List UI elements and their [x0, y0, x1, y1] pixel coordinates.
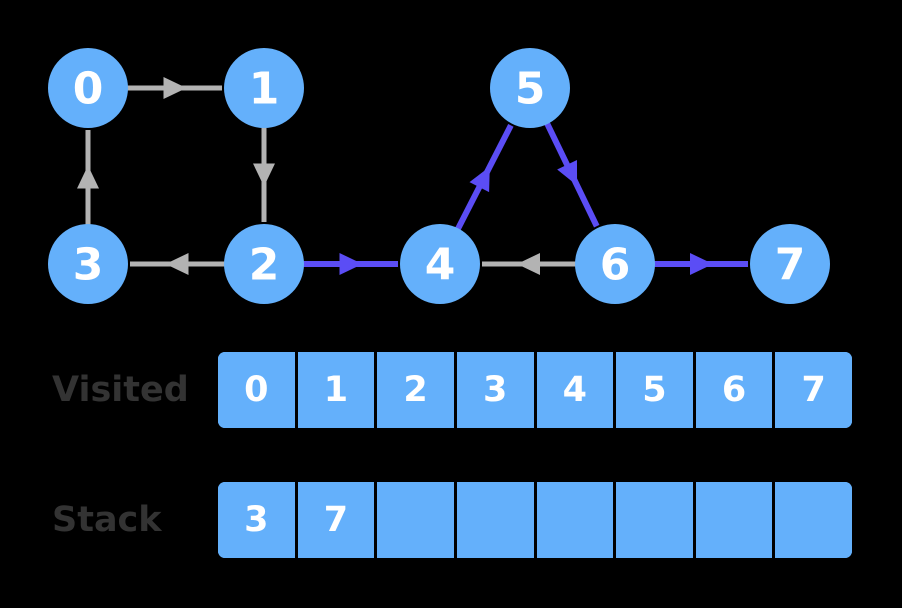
node-label-6: 6 — [600, 240, 631, 291]
visited-cell-4: 4 — [536, 352, 617, 428]
edge-arrowhead-1-2 — [253, 163, 275, 187]
node-circle-5 — [490, 48, 570, 128]
graph-node-4[interactable]: 4 — [400, 224, 480, 304]
stack-label: Stack — [52, 500, 162, 540]
stack-cell-1: 7 — [297, 482, 378, 558]
edge-arrowhead-2-4 — [339, 253, 363, 275]
stack-cell-6 — [695, 482, 776, 558]
graph-node-6[interactable]: 6 — [575, 224, 655, 304]
node-circle-4 — [400, 224, 480, 304]
graph-node-0[interactable]: 0 — [48, 48, 128, 128]
edge-arrowhead-6-4 — [517, 253, 540, 275]
visited-cell-3: 3 — [456, 352, 537, 428]
stack-cell-3 — [456, 482, 537, 558]
node-label-4: 4 — [425, 240, 456, 291]
edge-arrowhead-5-6 — [557, 159, 578, 186]
graph-node-3[interactable]: 3 — [48, 224, 128, 304]
node-label-5: 5 — [515, 64, 546, 115]
node-label-3: 3 — [73, 240, 104, 291]
visited-cell-2: 2 — [377, 352, 457, 428]
node-circle-3 — [48, 224, 128, 304]
edge-arrowhead-4-5 — [469, 166, 490, 193]
visited-cell-7: 7 — [775, 352, 852, 428]
stack-cell-4 — [536, 482, 617, 558]
stack-cell-2 — [377, 482, 457, 558]
node-circle-0 — [48, 48, 128, 128]
node-label-0: 0 — [73, 64, 104, 115]
stack-cell-5 — [616, 482, 696, 558]
nodes-layer: 0 1 2 3 4 5 6 7 — [48, 48, 830, 304]
edges-layer — [77, 77, 748, 275]
stack-cell-7 — [775, 482, 852, 558]
edge-arrowhead-6-7 — [690, 253, 713, 275]
node-label-7: 7 — [775, 240, 806, 291]
stack-cell-0: 3 — [218, 482, 298, 558]
graph-node-7[interactable]: 7 — [750, 224, 830, 304]
graph-node-2[interactable]: 2 — [224, 224, 304, 304]
visited-cell-0: 0 — [218, 352, 298, 428]
visited-cell-6: 6 — [695, 352, 776, 428]
node-label-2: 2 — [249, 240, 280, 291]
node-circle-2 — [224, 224, 304, 304]
visited-cell-1: 1 — [297, 352, 378, 428]
edge-arrowhead-3-0 — [77, 165, 99, 189]
graph-node-1[interactable]: 1 — [224, 48, 304, 128]
visited-cell-5: 5 — [616, 352, 696, 428]
node-circle-1 — [224, 48, 304, 128]
edge-arrowhead-0-1 — [163, 77, 187, 99]
node-circle-6 — [575, 224, 655, 304]
edge-arrowhead-2-3 — [165, 253, 189, 275]
node-label-1: 1 — [249, 64, 280, 115]
node-circle-7 — [750, 224, 830, 304]
graph-canvas: 0 1 2 3 4 5 6 7 — [48, 48, 830, 304]
visited-label: Visited — [52, 370, 189, 410]
graph-node-5[interactable]: 5 — [490, 48, 570, 128]
